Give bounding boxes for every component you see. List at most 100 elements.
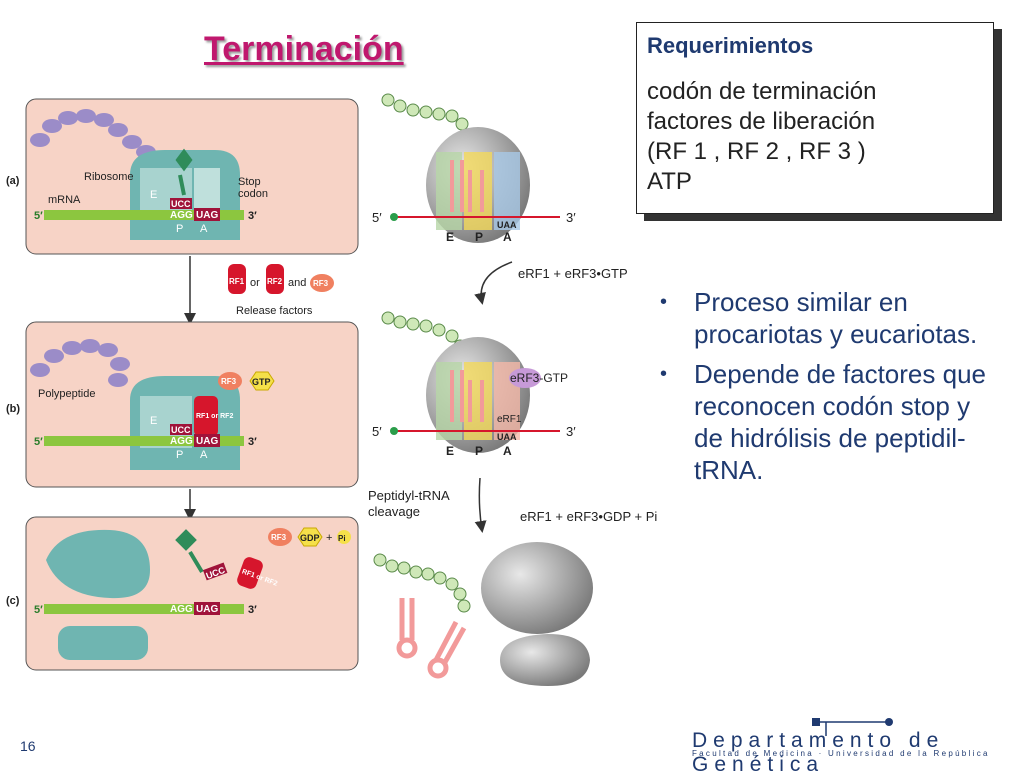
plus-label: + xyxy=(326,532,332,544)
e-label: E xyxy=(446,230,454,244)
rf-released-icon xyxy=(237,557,263,589)
ribosome-label: Ribosome xyxy=(84,171,134,183)
uaa-label: UAA xyxy=(497,220,517,230)
trna xyxy=(175,148,193,196)
rf3-icon xyxy=(310,274,334,292)
a-label: A xyxy=(503,444,512,458)
bullet-dot-icon: • xyxy=(660,363,668,385)
cleavage-label-line1: Peptidyl-tRNA xyxy=(368,488,450,503)
three-prime: 3′ xyxy=(248,436,257,448)
requirements-box: Requerimientos codón de terminación fact… xyxy=(636,22,994,214)
released-trna-loop xyxy=(427,657,449,679)
and-label: and xyxy=(288,277,306,289)
bullet-list: • Proceso similar en procariotas y eucar… xyxy=(660,286,1000,494)
rf2-label: RF2 xyxy=(267,277,283,286)
rf3-label: RF3 xyxy=(313,279,329,288)
site-e-label: E xyxy=(150,415,157,427)
bullet-text: Proceso similar en procariotas y eucario… xyxy=(694,287,978,349)
rf3-icon xyxy=(218,372,242,390)
rf2-icon xyxy=(266,264,284,294)
erf1-label: eRF1 xyxy=(497,414,522,425)
panel-b-label: (b) xyxy=(6,403,20,415)
five-prime: 5′ xyxy=(372,210,382,225)
e-label: E xyxy=(446,444,454,458)
a-label: A xyxy=(503,230,512,244)
bullet-dot-icon: • xyxy=(660,291,668,313)
five-end-dot xyxy=(390,213,398,221)
requirement-item: (RF 1 , RF 2 , RF 3 ) xyxy=(647,138,866,165)
mrna-strand xyxy=(44,436,244,446)
panel-a-label: (a) xyxy=(6,175,20,187)
stop-codon-label: UAG xyxy=(196,436,218,447)
rf3-label: RF3 xyxy=(271,533,287,542)
requirement-item: codón de terminación xyxy=(647,78,877,105)
three-prime: 3′ xyxy=(566,424,576,439)
stop-codon-label: UAG xyxy=(196,210,218,221)
panel-c-label: (c) xyxy=(6,595,20,607)
e-site xyxy=(436,362,462,440)
bullet-text: Depende de factores que reconocen codón … xyxy=(694,359,986,485)
uaa-label: UAA xyxy=(497,432,517,442)
polypeptide-label: Polypeptide xyxy=(38,388,96,400)
requirements-heading: Requerimientos xyxy=(647,33,814,58)
p-label: P xyxy=(475,444,483,458)
erf-gdp-label: eRF1 + eRF3•GDP + Pi xyxy=(520,509,657,524)
erf3-gtp-label: eRF3-GTP xyxy=(510,371,568,385)
site-e-label: E xyxy=(150,189,157,201)
cleavage-label-line2: cleavage xyxy=(368,504,420,519)
anticodon-box xyxy=(170,198,192,209)
slide-title: Terminación xyxy=(204,30,404,68)
released-trna xyxy=(433,620,467,666)
requirement-item: ATP xyxy=(647,168,692,195)
flow-arrow xyxy=(474,477,487,533)
five-prime: 5′ xyxy=(34,436,43,448)
gdp-label: GDP xyxy=(300,533,320,543)
requirement-item: factores de liberación xyxy=(647,108,876,135)
mrna-label: mRNA xyxy=(48,194,81,206)
stop-codon-box xyxy=(194,434,220,447)
anticodon-box xyxy=(170,424,192,435)
three-prime: 3′ xyxy=(566,210,576,225)
small-subunit xyxy=(500,634,590,686)
anticodon-label: UCC xyxy=(171,199,191,209)
rf1-label: RF1 xyxy=(229,277,245,286)
trna-shapes xyxy=(450,370,484,422)
rf-stack-label: RF1 or RF2 xyxy=(196,413,233,420)
five-prime: 5′ xyxy=(372,424,382,439)
released-peptide-chain xyxy=(373,553,471,613)
codon-label: AGG xyxy=(170,604,193,615)
polypeptide-chain xyxy=(30,339,130,387)
rf3-icon xyxy=(268,528,292,546)
ribosome-small-subunit xyxy=(58,626,148,660)
mrna-strand xyxy=(44,604,244,614)
five-prime: 5′ xyxy=(34,604,43,616)
stop-codon-label: UAG xyxy=(196,604,218,615)
faculty-name: Facultad de Medicina · Universidad de la… xyxy=(692,749,990,758)
bullet-item: • Depende de factores que reconocen codó… xyxy=(660,358,1000,486)
page-number: 16 xyxy=(20,738,36,754)
release-factors-caption: Release factors xyxy=(236,305,313,317)
rf3-label: RF3 xyxy=(221,377,237,386)
large-subunit xyxy=(481,542,593,634)
ribosome-large-subunit xyxy=(46,529,150,599)
released-trna xyxy=(175,529,204,574)
three-prime: 3′ xyxy=(248,604,257,616)
erf3-icon xyxy=(509,368,541,388)
codon-label: AGG xyxy=(170,210,193,221)
p-label: P xyxy=(475,230,483,244)
rf-bound-icon xyxy=(194,396,218,436)
gdp-icon xyxy=(297,527,323,547)
stop-codon-box xyxy=(194,208,220,221)
site-p-label: P xyxy=(176,449,183,461)
stop-codon-box xyxy=(194,602,220,615)
codon-label: AGG xyxy=(170,436,193,447)
pi-icon xyxy=(337,530,351,544)
a-site xyxy=(494,152,520,230)
site-p-label: P xyxy=(176,223,183,235)
site-a-label: A xyxy=(200,223,208,235)
mrna-strand xyxy=(44,210,244,220)
flow-arrow xyxy=(474,261,513,305)
bullet-item: • Proceso similar en procariotas y eucar… xyxy=(660,286,1000,350)
